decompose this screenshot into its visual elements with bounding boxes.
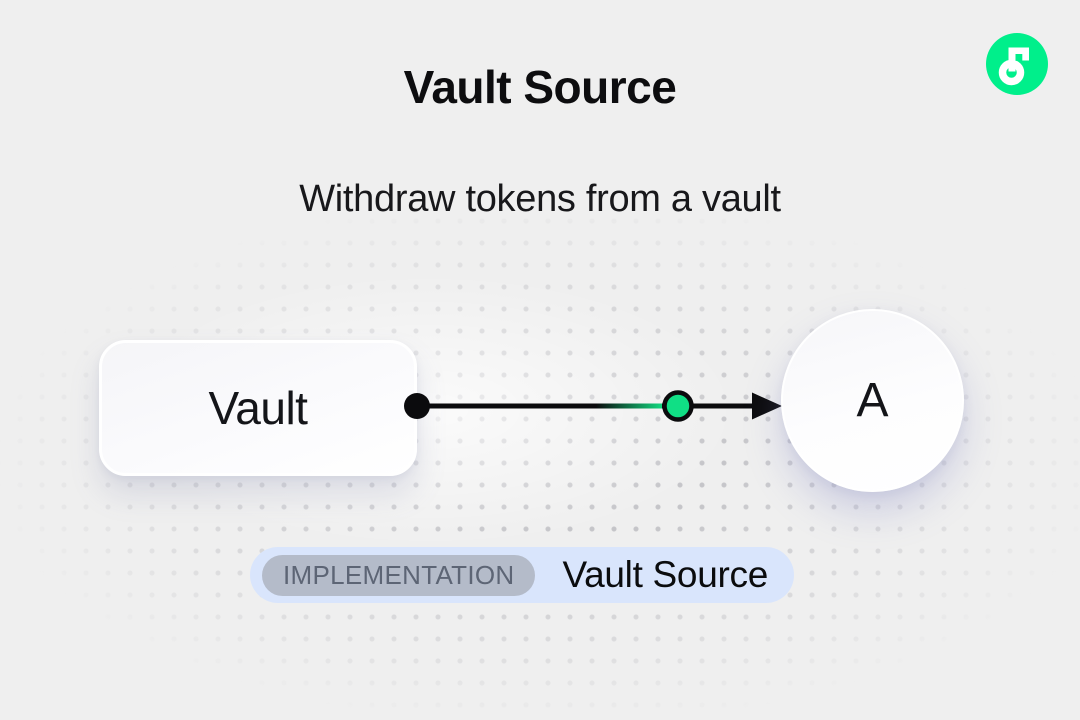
account-node: A [781,309,964,492]
account-node-label: A [856,374,889,427]
implementation-badge: IMPLEMENTATION Vault Source [250,547,794,603]
vault-node: Vault [99,340,417,476]
badge-kind-pill: IMPLEMENTATION [262,554,536,596]
vault-node-label: Vault [208,382,308,434]
flow-logo-icon [985,32,1049,96]
badge-title-label: Vault Source [562,554,768,595]
page-subtitle: Withdraw tokens from a vault [299,178,781,220]
page-title: Vault Source [403,61,677,113]
